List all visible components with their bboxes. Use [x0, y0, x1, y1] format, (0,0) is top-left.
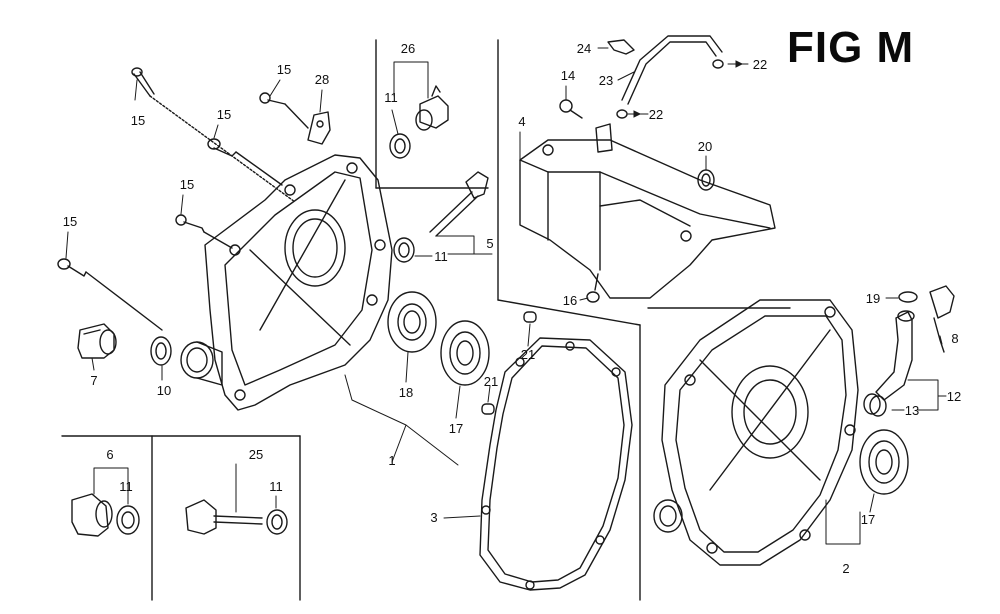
bearing-17-left [440, 320, 490, 386]
filler-neck-12 [875, 310, 915, 401]
bearing-17-right [859, 429, 909, 495]
callout-labels: 26 11 15 15 15 15 15 28 24 14 23 22 22 4… [63, 41, 961, 576]
seal-11-b [393, 237, 415, 263]
bolt-15-d [259, 92, 309, 129]
callout-21: 21 [484, 374, 498, 389]
callout-1: 1 [388, 453, 395, 468]
bolt-15-a [131, 67, 296, 203]
callout-11: 11 [119, 479, 133, 494]
callout-13: 13 [905, 403, 919, 418]
callout-22: 22 [753, 57, 767, 72]
clip-arrows [633, 60, 744, 118]
figure-title: FIG M [787, 23, 915, 72]
crankcase-cover-left [204, 154, 393, 411]
seal-11-d [266, 509, 288, 535]
callout-11: 11 [434, 249, 448, 264]
callout-24: 24 [577, 41, 591, 56]
callout-5: 5 [486, 236, 493, 251]
callout-20: 20 [698, 139, 712, 154]
callout-15: 15 [277, 62, 291, 77]
callout-4: 4 [518, 114, 525, 129]
callout-3: 3 [430, 510, 437, 525]
leader-lines [65, 47, 947, 545]
clamp-24 [607, 39, 635, 55]
callout-15: 15 [131, 113, 145, 128]
bolt-15-c [175, 214, 233, 249]
bracket-28 [307, 111, 331, 145]
dowel-pin-21-a [523, 311, 537, 323]
callout-10: 10 [157, 383, 171, 398]
callout-11: 11 [269, 479, 283, 494]
callout-19: 19 [866, 291, 880, 306]
filler-cap-8 [929, 285, 955, 353]
callout-22: 22 [649, 107, 663, 122]
dipstick-plug-25 [185, 499, 263, 535]
callout-17: 17 [449, 421, 463, 436]
oil-gauge-26 [415, 85, 449, 131]
callout-14: 14 [561, 68, 575, 83]
plug-6 [71, 493, 113, 537]
bolt-15-e [57, 258, 163, 331]
callout-17: 17 [861, 512, 875, 527]
callout-25: 25 [249, 447, 263, 462]
callout-15: 15 [63, 214, 77, 229]
section-dividers [61, 39, 791, 601]
callout-11: 11 [384, 90, 398, 105]
o-ring-19 [898, 291, 918, 303]
bolt-15-b [207, 138, 283, 186]
callout-12: 12 [947, 389, 961, 404]
plug-7 [77, 323, 117, 359]
oil-tank-4 [519, 123, 776, 299]
callout-15: 15 [180, 177, 194, 192]
callout-7: 7 [90, 373, 97, 388]
gasket-3 [479, 337, 633, 591]
crankcase-right [653, 299, 859, 566]
bolt-16 [586, 273, 600, 303]
callout-23: 23 [599, 73, 613, 88]
crank-boss-left [180, 341, 223, 386]
seal-11-inset [389, 133, 411, 159]
dipstick-5 [429, 171, 489, 237]
callout-15: 15 [217, 107, 231, 122]
clip-22-a [712, 59, 724, 69]
callout-16: 16 [563, 293, 577, 308]
dowel-pin-21-b [481, 403, 495, 415]
callout-26: 26 [401, 41, 415, 56]
callout-28: 28 [315, 72, 329, 87]
gasket-10 [150, 336, 172, 366]
callout-2: 2 [842, 561, 849, 576]
clip-22-b [616, 109, 628, 119]
callout-8: 8 [951, 331, 958, 346]
spring-13 [863, 393, 887, 417]
oil-seal-18 [387, 291, 437, 353]
breather-tube-23 [621, 35, 723, 105]
callout-6: 6 [106, 447, 113, 462]
callout-18: 18 [399, 385, 413, 400]
seal-11-c [116, 505, 140, 535]
callout-21: 21 [521, 347, 535, 362]
bolt-14 [559, 99, 583, 119]
